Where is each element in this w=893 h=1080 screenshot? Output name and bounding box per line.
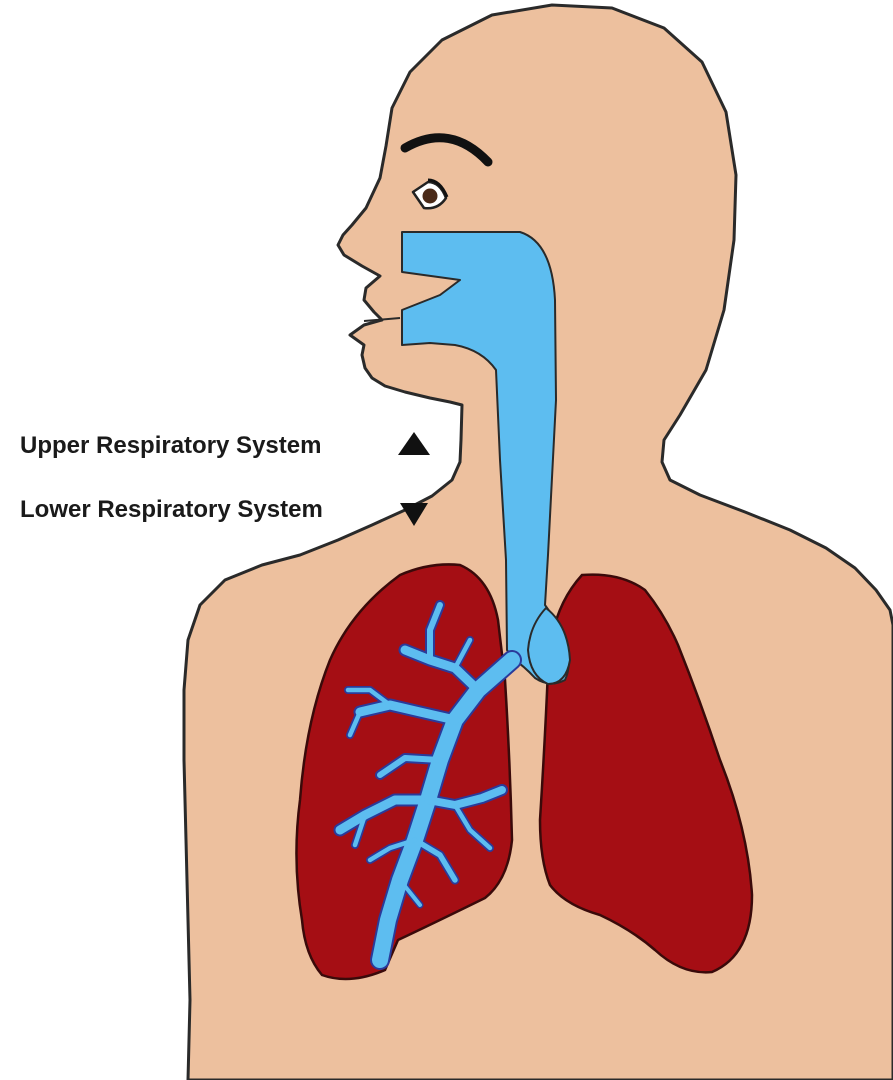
lower-respiratory-label: Lower Respiratory System xyxy=(20,496,323,523)
upper-respiratory-label: Upper Respiratory System xyxy=(20,432,321,459)
eye-iris xyxy=(423,189,438,204)
triangle-up-icon xyxy=(398,432,430,455)
